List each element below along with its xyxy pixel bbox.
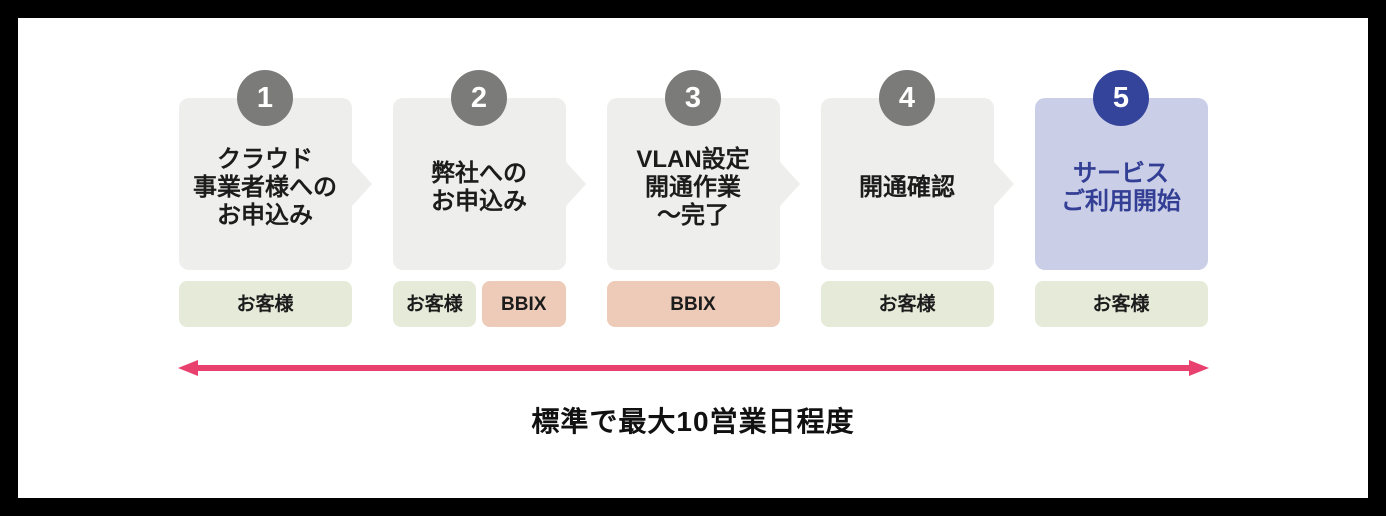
actor-badges: BBIX	[606, 281, 780, 327]
arrow-right-head-icon	[1188, 360, 1209, 376]
steps-row: 1 クラウド 事業者様への お申込み お客様 2 弊社への お申込み お客様 B…	[18, 70, 1368, 327]
actor-badges: お客様	[178, 281, 352, 327]
actor-badge: お客様	[820, 281, 994, 327]
actor-badge: お客様	[1034, 281, 1208, 327]
arrow-left-head-icon	[177, 360, 198, 376]
arrow-line	[189, 365, 1197, 371]
step-title: サービス ご利用開始	[1061, 159, 1181, 215]
step-card: 3 VLAN設定 開通作業 ～完了	[606, 70, 800, 270]
process-flow: 1 クラウド 事業者様への お申込み お客様 2 弊社への お申込み お客様 B…	[18, 70, 1368, 440]
duration-caption: 標準で最大10営業日程度	[531, 406, 855, 437]
step-title: 開通確認	[859, 173, 955, 201]
actor-badges: お客様	[820, 281, 994, 327]
duration-arrow	[177, 360, 1209, 376]
step-title: クラウド 事業者様への お申込み	[193, 145, 337, 230]
step-card: 2 弊社への お申込み	[392, 70, 586, 270]
step-title: VLAN設定 開通作業 ～完了	[636, 145, 750, 230]
step-number-badge: 3	[665, 70, 721, 126]
step-title: 弊社への お申込み	[431, 159, 527, 215]
actor-badge: BBIX	[482, 281, 566, 327]
actor-badge: お客様	[392, 281, 476, 327]
step-3: 3 VLAN設定 開通作業 ～完了 BBIX	[606, 70, 800, 327]
step-number-badge: 5	[1093, 70, 1149, 126]
step-4: 4 開通確認 お客様	[820, 70, 1014, 327]
step-card: 1 クラウド 事業者様への お申込み	[178, 70, 372, 270]
diagram-canvas: 1 クラウド 事業者様への お申込み お客様 2 弊社への お申込み お客様 B…	[18, 18, 1368, 498]
actor-badge: お客様	[178, 281, 352, 327]
step-card: 5 サービス ご利用開始	[1034, 70, 1208, 270]
actor-badges: お客様	[1034, 281, 1208, 327]
step-number-badge: 4	[879, 70, 935, 126]
actor-badges: お客様 BBIX	[392, 281, 566, 327]
step-5: 5 サービス ご利用開始 お客様	[1034, 70, 1208, 327]
step-number-badge: 2	[451, 70, 507, 126]
chevron-right-icon	[565, 162, 586, 206]
chevron-right-icon	[993, 162, 1014, 206]
step-1: 1 クラウド 事業者様への お申込み お客様	[178, 70, 372, 327]
step-number-badge: 1	[237, 70, 293, 126]
actor-badge: BBIX	[606, 281, 780, 327]
chevron-right-icon	[779, 162, 800, 206]
step-2: 2 弊社への お申込み お客様 BBIX	[392, 70, 586, 327]
step-card: 4 開通確認	[820, 70, 1014, 270]
chevron-right-icon	[351, 162, 372, 206]
